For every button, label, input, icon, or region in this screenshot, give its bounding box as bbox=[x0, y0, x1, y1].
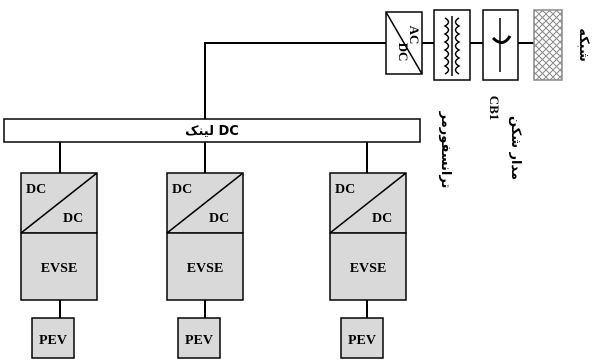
evse-box bbox=[20, 232, 98, 301]
breaker-label: مدار شکن bbox=[508, 116, 523, 180]
pev-box bbox=[177, 317, 221, 359]
circuit-breaker bbox=[482, 9, 519, 81]
breaker-arc-icon bbox=[491, 35, 512, 44]
converter-bottom-label: DC bbox=[396, 43, 411, 62]
dc-dc-top-label: DC bbox=[335, 182, 355, 197]
transformer bbox=[433, 9, 471, 81]
evse-label: EVSE bbox=[350, 261, 387, 276]
dc-dc-top-label: DC bbox=[26, 182, 46, 197]
converter-top-label: AC bbox=[407, 26, 422, 45]
pev-label: PEV bbox=[39, 333, 67, 348]
dc-link-bus bbox=[3, 118, 421, 143]
dc-dc-bottom-label: DC bbox=[372, 211, 392, 226]
evse-label: EVSE bbox=[187, 261, 224, 276]
grid-label: شبکه bbox=[576, 28, 591, 62]
breaker-code-label: CB1 bbox=[487, 96, 502, 121]
transformer-coil-icon bbox=[443, 16, 461, 76]
dc-dc-bottom-label: DC bbox=[63, 211, 83, 226]
dc-dc-bottom-label: DC bbox=[209, 211, 229, 226]
pev-label: PEV bbox=[185, 333, 213, 348]
ac-dc-converter: AC DC bbox=[385, 11, 423, 75]
dc-dc-top-label: DC bbox=[172, 182, 192, 197]
transformer-label: ترانسفورمر bbox=[438, 111, 453, 189]
pev-box bbox=[31, 317, 75, 359]
charging-branch: DC DC EVSE PEV bbox=[329, 142, 407, 359]
evse-label: EVSE bbox=[41, 261, 78, 276]
evse-box bbox=[329, 232, 407, 301]
evse-box bbox=[166, 232, 244, 301]
charging-branch: DC DC EVSE PEV bbox=[166, 142, 244, 359]
pev-box bbox=[340, 317, 384, 359]
dc-link-label: لینک DC bbox=[185, 124, 239, 139]
grid-hatched-box bbox=[533, 9, 563, 81]
pev-label: PEV bbox=[348, 333, 376, 348]
converter-to-link-wire bbox=[204, 42, 386, 119]
charging-branch: DC DC EVSE PEV bbox=[20, 142, 98, 359]
